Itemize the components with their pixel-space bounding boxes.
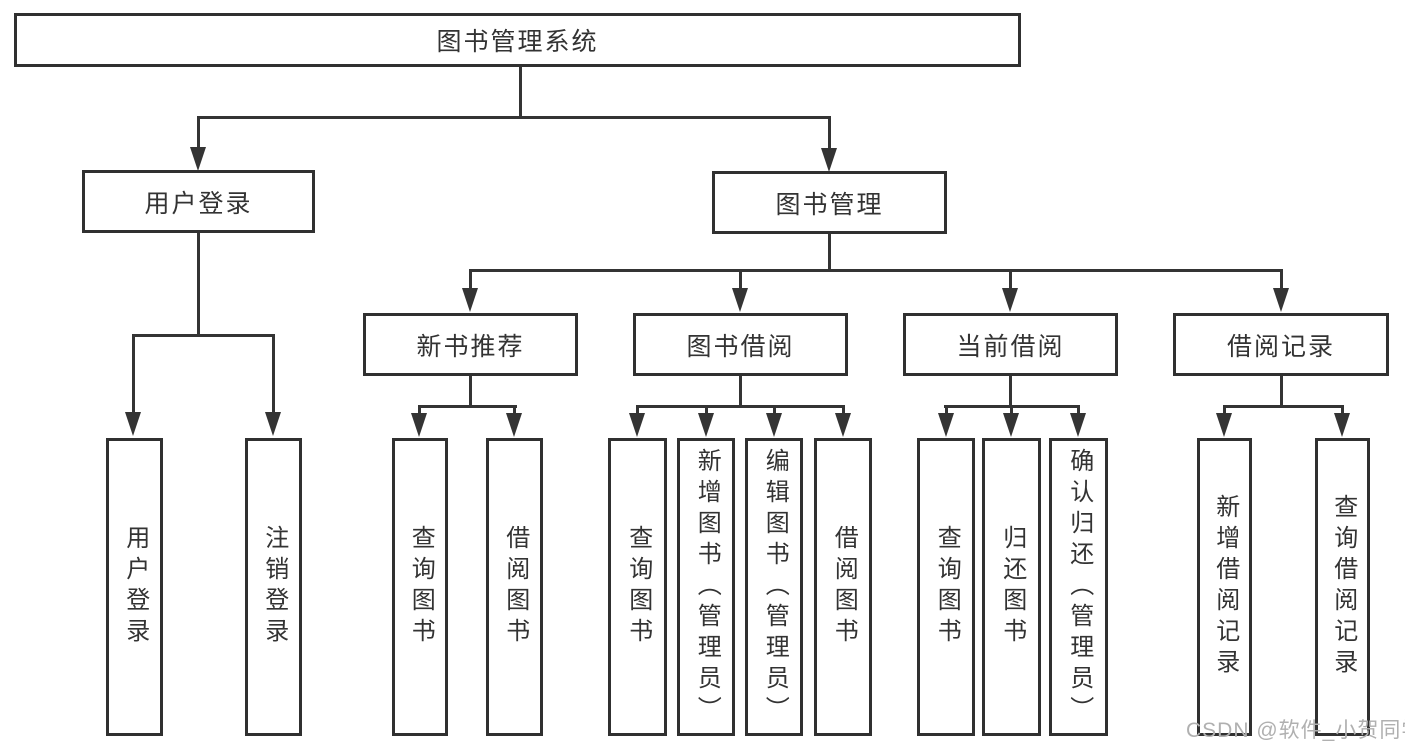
connector-vline [513,405,516,417]
arrow-down [1216,413,1232,437]
connector-hline [469,269,1283,272]
arrow-down [190,147,206,171]
node-user-login: 用户登录 [82,170,315,233]
connector-vline [945,405,948,417]
connector-vline [705,405,708,417]
connector-vline [1341,405,1344,417]
connector-vline [469,269,472,290]
leaf-label: 查询图书 [407,525,435,649]
arrow-down [1003,413,1019,437]
leaf-query-books-borrow: 查询图书 [608,438,667,736]
connector-hline [636,405,845,408]
connector-vline [519,64,522,118]
connector-vline [1077,405,1080,417]
leaf-label: 归还图书 [998,525,1026,649]
leaf-return-books: 归还图书 [982,438,1041,736]
leaf-label: 借阅图书 [830,525,858,649]
arrow-down [732,288,748,312]
arrow-down [938,413,954,437]
leaf-logout: 注销登录 [245,438,302,736]
arrow-down [629,413,645,437]
leaf-confirm-return-admin: 确认归还（管理员） [1049,438,1108,736]
connector-hline [132,334,275,337]
leaf-label: 用户登录 [121,525,149,649]
connector-vline [1280,374,1283,408]
arrow-down [1273,288,1289,312]
connector-vline [418,405,421,417]
leaf-borrow-books: 借阅图书 [814,438,872,736]
leaf-query-books-current: 查询图书 [917,438,975,736]
connector-vline [272,334,275,414]
connector-vline [132,334,135,414]
connector-hline [197,116,831,119]
leaf-label: 查询借阅记录 [1329,494,1357,680]
leaf-label: 新增借阅记录 [1211,494,1239,680]
node-borrowing-records: 借阅记录 [1173,313,1389,376]
connector-hline [418,405,517,408]
connector-vline [197,116,200,149]
leaf-label: 注销登录 [260,525,288,649]
node-current-borrowing: 当前借阅 [903,313,1118,376]
leaf-query-borrow-record: 查询借阅记录 [1315,438,1370,736]
connector-vline [1010,405,1013,417]
connector-vline [636,405,639,417]
arrow-down [698,413,714,437]
csdn-watermark: CSDN @软件_小贺同学 [1186,719,1405,742]
connector-vline [1009,269,1012,290]
connector-vline [1223,405,1226,417]
arrow-down [835,413,851,437]
leaf-label: 新增图书（管理员） [693,447,721,727]
leaf-label: 查询图书 [933,525,961,649]
node-new-book-recommendation: 新书推荐 [363,313,578,376]
connector-vline [739,269,742,290]
leaf-add-book-admin: 新增图书（管理员） [677,438,735,736]
leaf-borrow-books-recommend: 借阅图书 [486,438,543,736]
arrow-down [411,413,427,437]
connector-hline [1223,405,1344,408]
connector-vline [842,405,845,417]
leaf-user-login: 用户登录 [106,438,163,736]
leaf-label: 借阅图书 [501,525,529,649]
leaf-label: 确认归还（管理员） [1065,447,1093,727]
arrow-down [1334,413,1350,437]
leaf-label: 编辑图书（管理员） [761,447,789,727]
leaf-add-borrow-record: 新增借阅记录 [1197,438,1252,736]
arrow-down [1070,413,1086,437]
connector-vline [197,231,200,336]
connector-vline [1009,374,1012,408]
connector-vline [828,116,831,150]
leaf-label: 查询图书 [624,525,652,649]
arrow-down [125,412,141,436]
arrow-down [462,288,478,312]
leaf-query-books-recommend: 查询图书 [392,438,448,736]
arrow-down [766,413,782,437]
arrow-down [821,148,837,172]
node-library-management-system: 图书管理系统 [14,13,1021,67]
node-book-management: 图书管理 [712,171,947,234]
leaf-edit-book-admin: 编辑图书（管理员） [745,438,803,736]
connector-vline [739,374,742,408]
connector-vline [828,232,831,272]
connector-vline [773,405,776,417]
node-book-borrowing: 图书借阅 [633,313,848,376]
arrow-down [265,412,281,436]
arrow-down [506,413,522,437]
arrow-down [1002,288,1018,312]
connector-vline [1280,269,1283,290]
connector-vline [469,374,472,408]
